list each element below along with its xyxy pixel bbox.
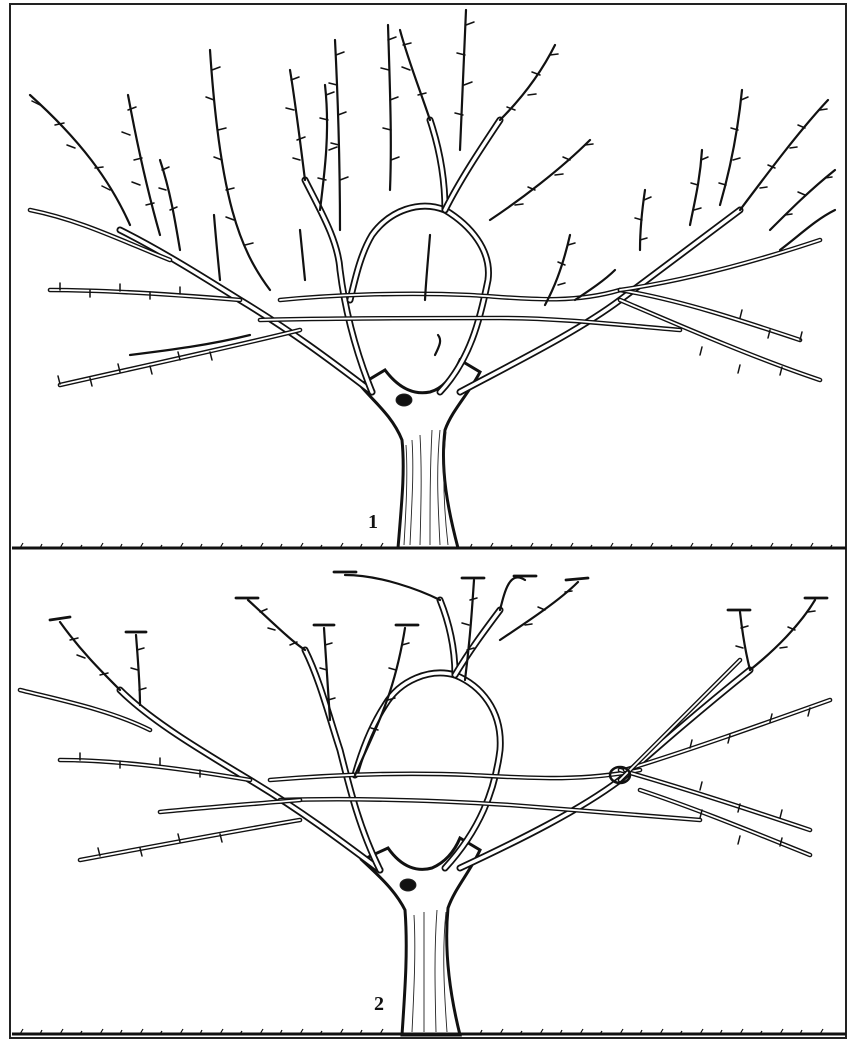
panel-number-1: 1 [368,511,378,533]
panel-pruned-tree: 2 [12,572,846,1035]
scaffold-branches-pruned [120,600,750,870]
panel-unpruned-tree: 1 [12,10,846,548]
panel-number-2: 2 [374,993,384,1015]
upright-shoots [30,10,835,355]
buds-pruned [70,591,815,856]
